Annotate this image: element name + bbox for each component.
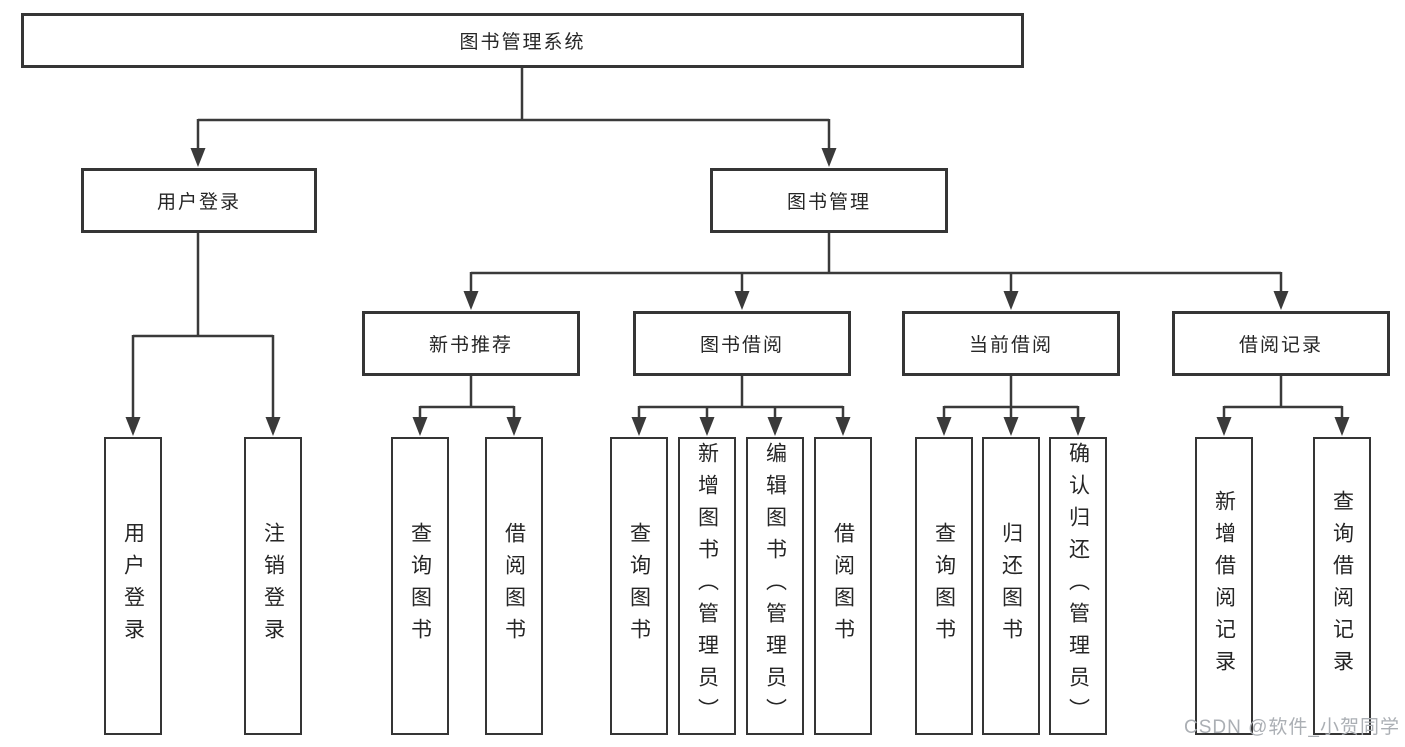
node-leaf-user-login: 用户登录 [104,437,162,735]
node-label: 图书管理 [786,192,871,213]
node-label: 归还图书 [999,522,1023,650]
node-current-borrowing: 当前借阅 [902,311,1120,376]
node-label: 借阅图书 [502,522,526,650]
node-leaf-query-books-borrowing: 查询图书 [610,437,668,735]
node-leaf-query-books-recommend: 查询图书 [391,437,449,735]
node-label: 当前借阅 [968,335,1053,356]
node-leaf-edit-book-admin: 编辑图书（管理员） [746,437,804,735]
node-user-login: 用户登录 [81,168,317,233]
node-label: 新书推荐 [428,335,513,356]
node-label: 用户登录 [121,522,145,650]
csdn-watermark: CSDN @软件_小贺同学 [1184,717,1400,738]
node-new-book-recommend: 新书推荐 [362,311,580,376]
node-leaf-query-borrow-record: 查询借阅记录 [1313,437,1371,735]
node-leaf-logout: 注销登录 [244,437,302,735]
node-label: 查询图书 [627,522,651,650]
node-label: 确认归还（管理员） [1066,442,1090,730]
node-book-management: 图书管理 [710,168,948,233]
node-borrowing-records: 借阅记录 [1172,311,1390,376]
node-label: 查询图书 [408,522,432,650]
node-leaf-borrow-books-borrowing: 借阅图书 [814,437,872,735]
node-leaf-query-books-current: 查询图书 [915,437,973,735]
node-leaf-add-book-admin: 新增图书（管理员） [678,437,736,735]
node-label: 新增图书（管理员） [695,442,719,730]
node-leaf-add-borrow-record: 新增借阅记录 [1195,437,1253,735]
node-label: 用户登录 [156,192,241,213]
node-label: 查询图书 [932,522,956,650]
node-leaf-borrow-books-recommend: 借阅图书 [485,437,543,735]
node-label: 借阅记录 [1238,335,1323,356]
node-root: 图书管理系统 [21,13,1024,68]
node-book-borrowing: 图书借阅 [633,311,851,376]
node-label: 图书管理系统 [459,32,586,53]
node-label: 借阅图书 [831,522,855,650]
node-label: 编辑图书（管理员） [763,442,787,730]
node-label: 注销登录 [261,522,285,650]
node-label: 图书借阅 [699,335,784,356]
node-label: 新增借阅记录 [1212,490,1236,682]
node-leaf-return-book: 归还图书 [982,437,1040,735]
node-leaf-confirm-return-admin: 确认归还（管理员） [1049,437,1107,735]
node-label: 查询借阅记录 [1330,490,1354,682]
